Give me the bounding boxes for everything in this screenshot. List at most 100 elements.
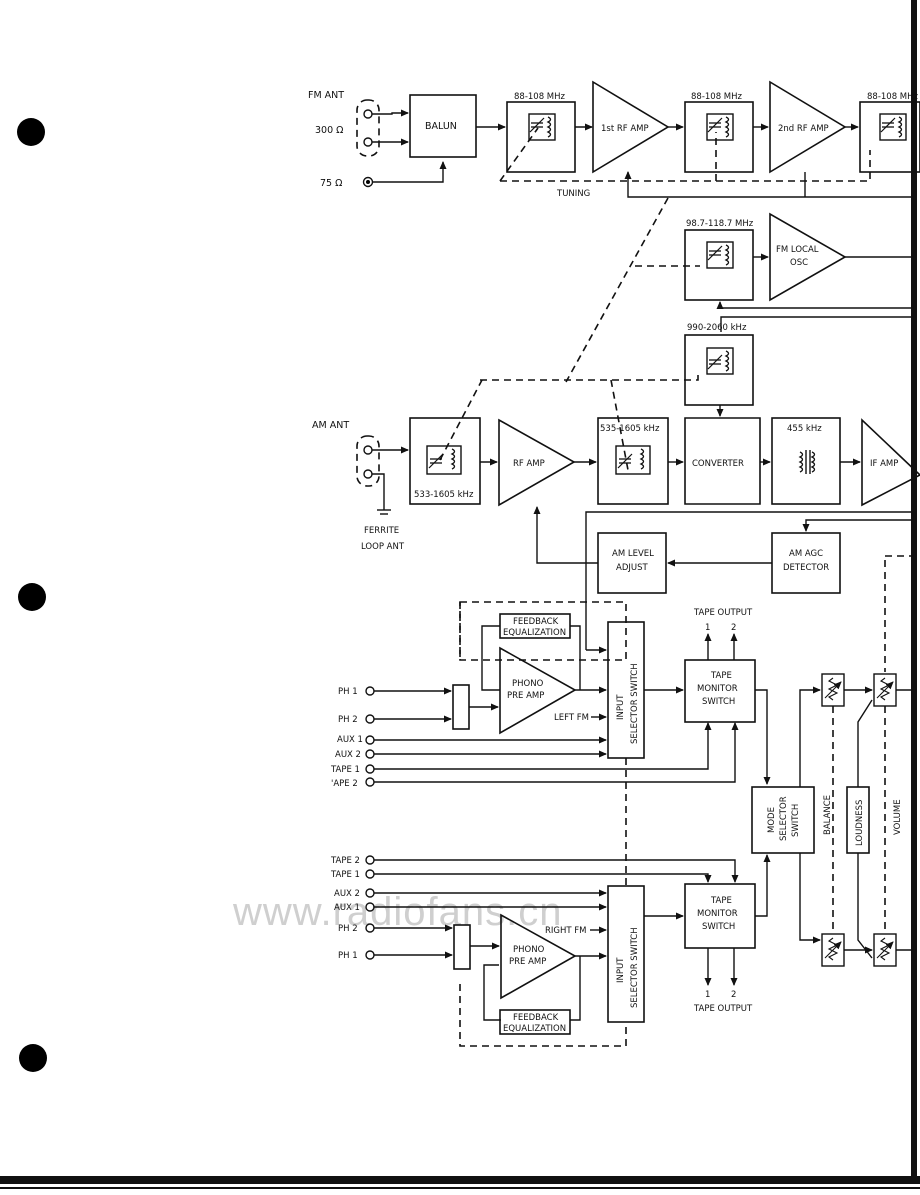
fm-osc-label-2: OSC: [790, 258, 808, 268]
punch-hole-2: [18, 583, 46, 611]
ohm-75-label: 75 Ω: [320, 178, 342, 189]
am-ant-label: AM ANT: [312, 420, 349, 431]
if-amp-label: IF AMP: [870, 459, 898, 469]
rf-amp-1-label: 1st RF AMP: [601, 124, 649, 134]
tape-mon-right-label-1: TAPE: [710, 896, 732, 906]
balun-box: [409, 94, 477, 158]
fm-osc-label-1: FM LOCAL: [776, 245, 819, 255]
am-rf-freq-label: 535-1605 kHz: [600, 424, 660, 434]
tape-mon-right-label-3: SWITCH: [702, 922, 735, 932]
input-sel-right-label-1: INPUT: [616, 957, 626, 983]
aux1-left-label: AUX 1: [337, 735, 363, 745]
fm-osc-tank-box: [684, 229, 754, 301]
fm-ant-label: FM ANT: [308, 90, 344, 101]
tape-output-left-label: TAPE OUTPUT: [693, 608, 753, 618]
ph1-left-label: PH 1: [338, 687, 358, 697]
fm-interstage-1-box: [684, 101, 754, 173]
input-sel-left-label-2: SELECTOR SWITCH: [630, 663, 640, 744]
am-interstage-box: [597, 417, 669, 505]
input-sel-right-label-2: SELECTOR SWITCH: [630, 927, 640, 1008]
tape-mon-right-label-2: MONITOR: [697, 909, 738, 919]
tape-monitor-left: [684, 659, 756, 723]
if-transformer-box: [771, 417, 841, 505]
input-selector-right: [607, 885, 645, 1023]
mode-selector-switch: [751, 786, 815, 854]
right-fm-label: RIGHT FM: [545, 926, 587, 936]
tape-out-right-1: 1: [705, 990, 710, 1000]
left-fm-label: LEFT FM: [554, 713, 589, 723]
fm-freq-label-3: 88-108 MHz: [867, 92, 919, 102]
tape-mon-left-label-3: SWITCH: [702, 697, 735, 707]
balance-pot-left: [822, 674, 844, 706]
watermark-text: www.radiofans.cn: [232, 890, 562, 934]
converter-label: CONVERTER: [692, 459, 744, 469]
phono-preamp-left-triangle: [499, 646, 577, 735]
tape2-right-label: TAPE 2: [330, 856, 360, 866]
punch-hole-1: [17, 118, 45, 146]
loudness-label: LOUDNESS: [855, 800, 865, 846]
fm-interstage-2-box: [859, 101, 920, 173]
osc-freq-label: 98.7-118.7 MHz: [686, 219, 754, 229]
fm-freq-label-1: 88-108 MHz: [514, 92, 566, 102]
balun-label: BALUN: [425, 121, 457, 132]
tape-out-left-2: 2: [731, 623, 736, 633]
mode-label-3: SWITCH: [791, 804, 801, 837]
phono-selector-left: [452, 684, 470, 730]
am-level-label-1: AM LEVEL: [612, 549, 654, 559]
ferrite-label-2: LOOP ANT: [361, 542, 405, 552]
fm-ant-tuner-box: [506, 101, 576, 173]
tape1-right-label: TAPE 1: [330, 870, 360, 880]
aux2-right-label: AUX 2: [334, 889, 360, 899]
am-osc-tank-box: [684, 334, 754, 406]
am-rf-amp-label: RF AMP: [513, 459, 545, 469]
tape-out-left-1: 1: [705, 623, 710, 633]
rf-amp-2-label: 2nd RF AMP: [778, 124, 829, 134]
ph1-right-label: PH 1: [338, 951, 358, 961]
ph2-left-label: PH 2: [338, 715, 358, 725]
tape-out-right-2: 2: [731, 990, 736, 1000]
am-level-label-2: ADJUST: [616, 563, 648, 573]
if-freq-label: 455 kHz: [787, 424, 822, 434]
feedback-left-label-2: EQUALIZATION: [503, 628, 566, 638]
phono-left-label-2: PRE AMP: [507, 691, 544, 701]
feedback-left-label-1: FEEDBACK: [513, 617, 559, 627]
volume-pot-left: [874, 674, 896, 706]
rf-amp-2-triangle: [769, 80, 847, 174]
phono-preamp-right-triangle: [500, 913, 577, 1000]
converter-shape: [684, 417, 761, 505]
am-agc-label-2: DETECTOR: [783, 563, 829, 573]
phono-right-label-2: PRE AMP: [509, 957, 546, 967]
ferrite-label-1: FERRITE: [364, 526, 399, 536]
phono-selector-right: [453, 924, 471, 970]
mode-label-1: MODE: [767, 807, 777, 833]
aux1-right-label: AUX 1: [334, 903, 360, 913]
phono-left-label-1: PHONO: [512, 679, 544, 689]
am-osc-freq-label: 990-2060 kHz: [687, 323, 747, 333]
am-agc-label-1: AM AGC: [789, 549, 823, 559]
tape-mon-left-label-1: TAPE: [710, 671, 732, 681]
rf-amp-1-triangle: [592, 80, 670, 174]
tuning-label: TUNING: [556, 189, 590, 199]
mode-label-2: SELECTOR: [779, 796, 789, 841]
volume-label: VOLUME: [893, 799, 903, 835]
feedback-eq-box-right: [499, 1009, 571, 1035]
input-sel-left-label-1: INPUT: [616, 694, 626, 720]
fm-freq-label-2: 88-108 MHz: [691, 92, 743, 102]
am-rf-amp-triangle: [498, 418, 576, 507]
balance-label: BALANCE: [823, 795, 833, 835]
volume-pot-right: [874, 934, 896, 966]
feedback-right-label-1: FEEDBACK: [513, 1013, 559, 1023]
tape1-left-label: TAPE 1: [330, 765, 360, 775]
tape-output-right-label: TAPE OUTPUT: [693, 1004, 753, 1014]
punch-hole-3: [19, 1044, 47, 1072]
aux2-left-label: AUX 2: [335, 750, 361, 760]
ph2-right-label: PH 2: [338, 924, 358, 934]
page-edge-bottom: [0, 1176, 920, 1184]
ohm-300-label: 300 Ω: [315, 125, 343, 136]
fm-local-osc-triangle: [769, 212, 847, 302]
if-amp-triangle: [861, 418, 920, 507]
am-ant-freq-label: 533-1605 kHz: [414, 490, 474, 500]
tape2-left-label: 'APE 2: [331, 779, 358, 789]
feedback-right-label-2: EQUALIZATION: [503, 1024, 566, 1034]
